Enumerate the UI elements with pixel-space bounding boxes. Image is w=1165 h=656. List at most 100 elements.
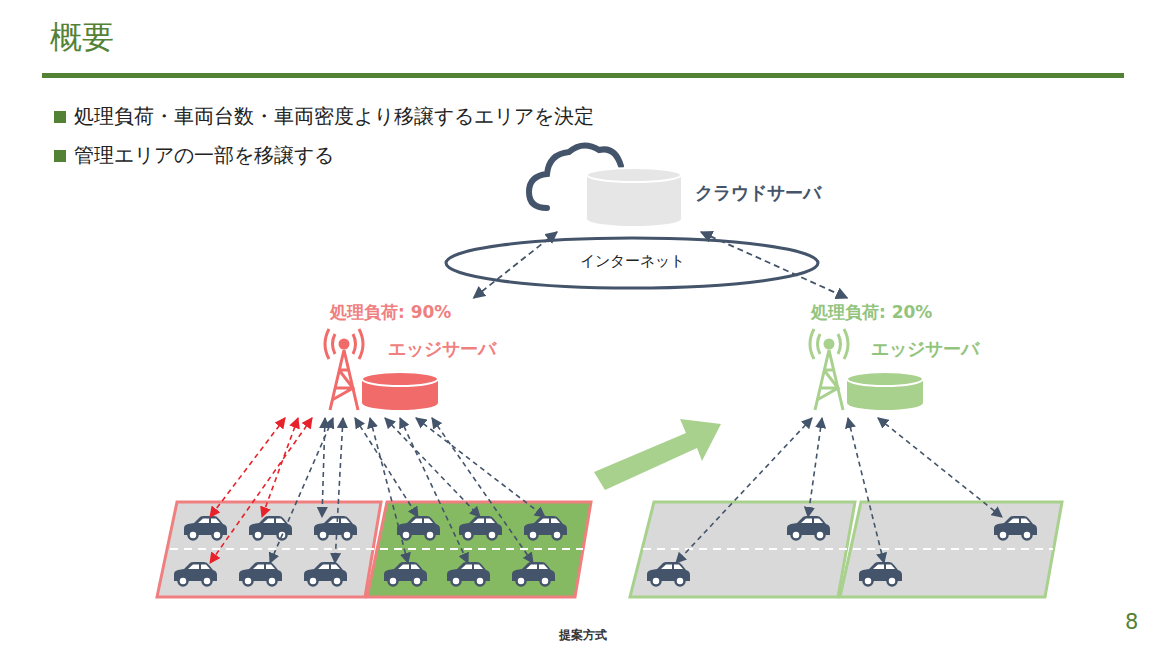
bullet-text: 処理負荷・車両台数・車両密度より移譲するエリアを決定 (74, 104, 594, 128)
car-icon (239, 562, 282, 586)
car-wheel (553, 531, 562, 540)
vehicle-link (432, 418, 533, 563)
car-window (538, 519, 560, 524)
car-wheel (413, 577, 422, 586)
car-icon (512, 562, 555, 586)
cloud-server: クラウドサーバ (525, 138, 845, 232)
car-wheel (268, 577, 277, 586)
car-icon (397, 516, 440, 540)
car-window (263, 519, 285, 524)
car-wheel (864, 577, 873, 586)
page-number: 8 (1125, 610, 1138, 635)
vehicle-link (416, 418, 545, 517)
node-text: エッジサーバ (871, 338, 979, 360)
bullet-marker (54, 150, 66, 162)
vehicle-link (878, 418, 1002, 517)
node-text: 処理負荷: 20% (811, 302, 932, 322)
vehicle-link (400, 418, 468, 563)
car-wheel (999, 531, 1008, 540)
car-window (1008, 519, 1030, 524)
vehicle-link (355, 418, 418, 517)
car-wheel (426, 531, 435, 540)
node-text: エッジサーバ (388, 338, 496, 360)
car-wheel (816, 531, 825, 540)
car-icon (447, 562, 490, 586)
car-wheel (343, 531, 352, 540)
vehicle-link (676, 418, 812, 563)
car-window (198, 519, 220, 524)
road-areas (157, 502, 1062, 597)
car-window (801, 519, 823, 524)
cylinder-top (847, 372, 923, 386)
slide-title: 概要 (50, 18, 114, 56)
vehicle-link (335, 418, 343, 563)
car-wheel (676, 577, 685, 586)
car-wheel (464, 531, 473, 540)
car-icon (174, 562, 217, 586)
lane-line (170, 548, 583, 550)
server-cylinder (847, 372, 923, 410)
car-icon (787, 516, 830, 540)
node-text: インターネット (580, 252, 685, 270)
car-window (398, 565, 420, 570)
car-icon (647, 562, 690, 586)
server-cylinder (587, 168, 681, 226)
edge-server: 処理負荷: 90% エッジサーバ (320, 298, 512, 414)
bullet-text: 管理エリアの一部を移譲する (74, 143, 334, 167)
car-wheel (309, 577, 318, 586)
car-window (328, 519, 350, 524)
car-wheel (476, 577, 485, 586)
car-wheel (189, 531, 198, 540)
node-text: 処理負荷: 90% (330, 302, 451, 322)
server-cylinder (362, 372, 438, 410)
car-wheel (402, 531, 411, 540)
car-wheel (179, 577, 188, 586)
transfer-arrow (594, 419, 721, 490)
car-wheel (488, 531, 497, 540)
car-wheel (452, 577, 461, 586)
lane-line (643, 548, 1053, 550)
car-window (661, 565, 683, 570)
vehicle-link (385, 418, 480, 517)
car-wheel (541, 577, 550, 586)
edge-server: 処理負荷: 20% エッジサーバ (805, 298, 997, 414)
car-window (873, 565, 895, 570)
vehicle-link (848, 418, 884, 563)
bullet-marker (54, 111, 66, 123)
footer-text: 提案方式 (559, 628, 607, 642)
car-window (461, 565, 483, 570)
title-rule (42, 73, 1124, 78)
car-wheel (389, 577, 398, 586)
antenna-tower (325, 329, 363, 410)
car-wheel (254, 531, 263, 540)
node-text: クラウドサーバ (695, 182, 821, 204)
vehicle-links (210, 418, 1002, 563)
vehicle-link (262, 418, 298, 517)
cylinder-top (587, 168, 681, 182)
vehicle-link (322, 418, 325, 517)
car-icon (304, 562, 347, 586)
car-window (411, 519, 433, 524)
car-wheel (652, 577, 661, 586)
vehicle-link (270, 418, 333, 563)
cars (174, 516, 1037, 586)
car-icon (314, 516, 357, 540)
vehicle-link (808, 418, 822, 517)
car-wheel (333, 577, 342, 586)
car-window (253, 565, 275, 570)
car-icon (859, 562, 902, 586)
car-wheel (213, 531, 222, 540)
car-wheel (1023, 531, 1032, 540)
car-window (318, 565, 340, 570)
car-icon (459, 516, 502, 540)
car-icon (524, 516, 567, 540)
internet-outline (446, 238, 818, 288)
car-wheel (529, 531, 538, 540)
cylinder-top (362, 372, 438, 386)
vehicle-link (210, 418, 285, 517)
car-wheel (203, 577, 212, 586)
car-icon (994, 516, 1037, 540)
